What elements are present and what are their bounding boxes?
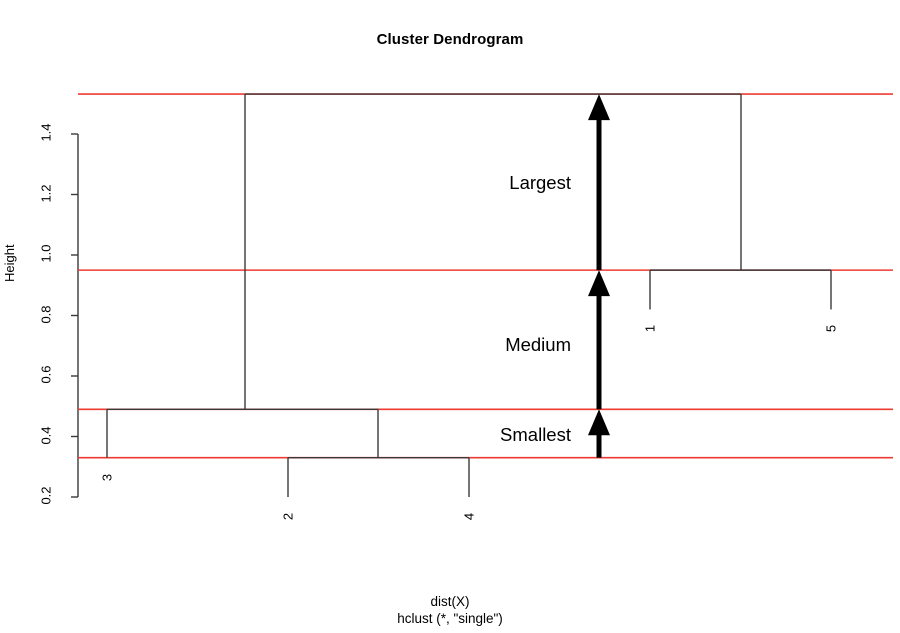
arrow-head-medium (588, 270, 610, 297)
annotation-arrow-medium (588, 270, 610, 410)
leaf-label-5: 5 (823, 325, 839, 333)
threshold-lines-group (78, 93, 893, 459)
dendrogram-tree-group (106, 93, 832, 497)
y-tick-label-1.2: 1.2 (38, 183, 54, 203)
x-axis-label-line2: hclust (*, "single") (397, 611, 503, 626)
band-label-largest: Largest (509, 172, 571, 193)
x-axis-label-line1: dist(X) (430, 594, 470, 609)
leaf-label-4: 4 (461, 512, 477, 521)
arrow-head-largest (588, 94, 610, 121)
leaf-label-3: 3 (99, 473, 115, 481)
annotation-arrow-smallest (588, 409, 610, 458)
leaf-label-2: 2 (280, 512, 296, 521)
annotation-arrow-largest (588, 94, 610, 271)
arrow-head-smallest (588, 409, 610, 436)
y-tick-label-0.2: 0.2 (38, 486, 54, 505)
annotation-arrows-group (588, 94, 610, 458)
band-label-smallest: Smallest (500, 424, 571, 445)
page-title: Cluster Dendrogram (376, 31, 524, 48)
band-label-medium: Medium (505, 334, 571, 355)
y-tick-label-0.4: 0.4 (38, 425, 54, 445)
y-tick-label-0.8: 0.8 (38, 304, 54, 324)
leaf-label-1: 1 (642, 325, 658, 333)
y-tick-label-1.4: 1.4 (38, 123, 54, 142)
y-tick-label-0.6: 0.6 (38, 365, 54, 384)
y-axis (71, 133, 79, 498)
y-tick-label-1.0: 1.0 (38, 244, 54, 263)
